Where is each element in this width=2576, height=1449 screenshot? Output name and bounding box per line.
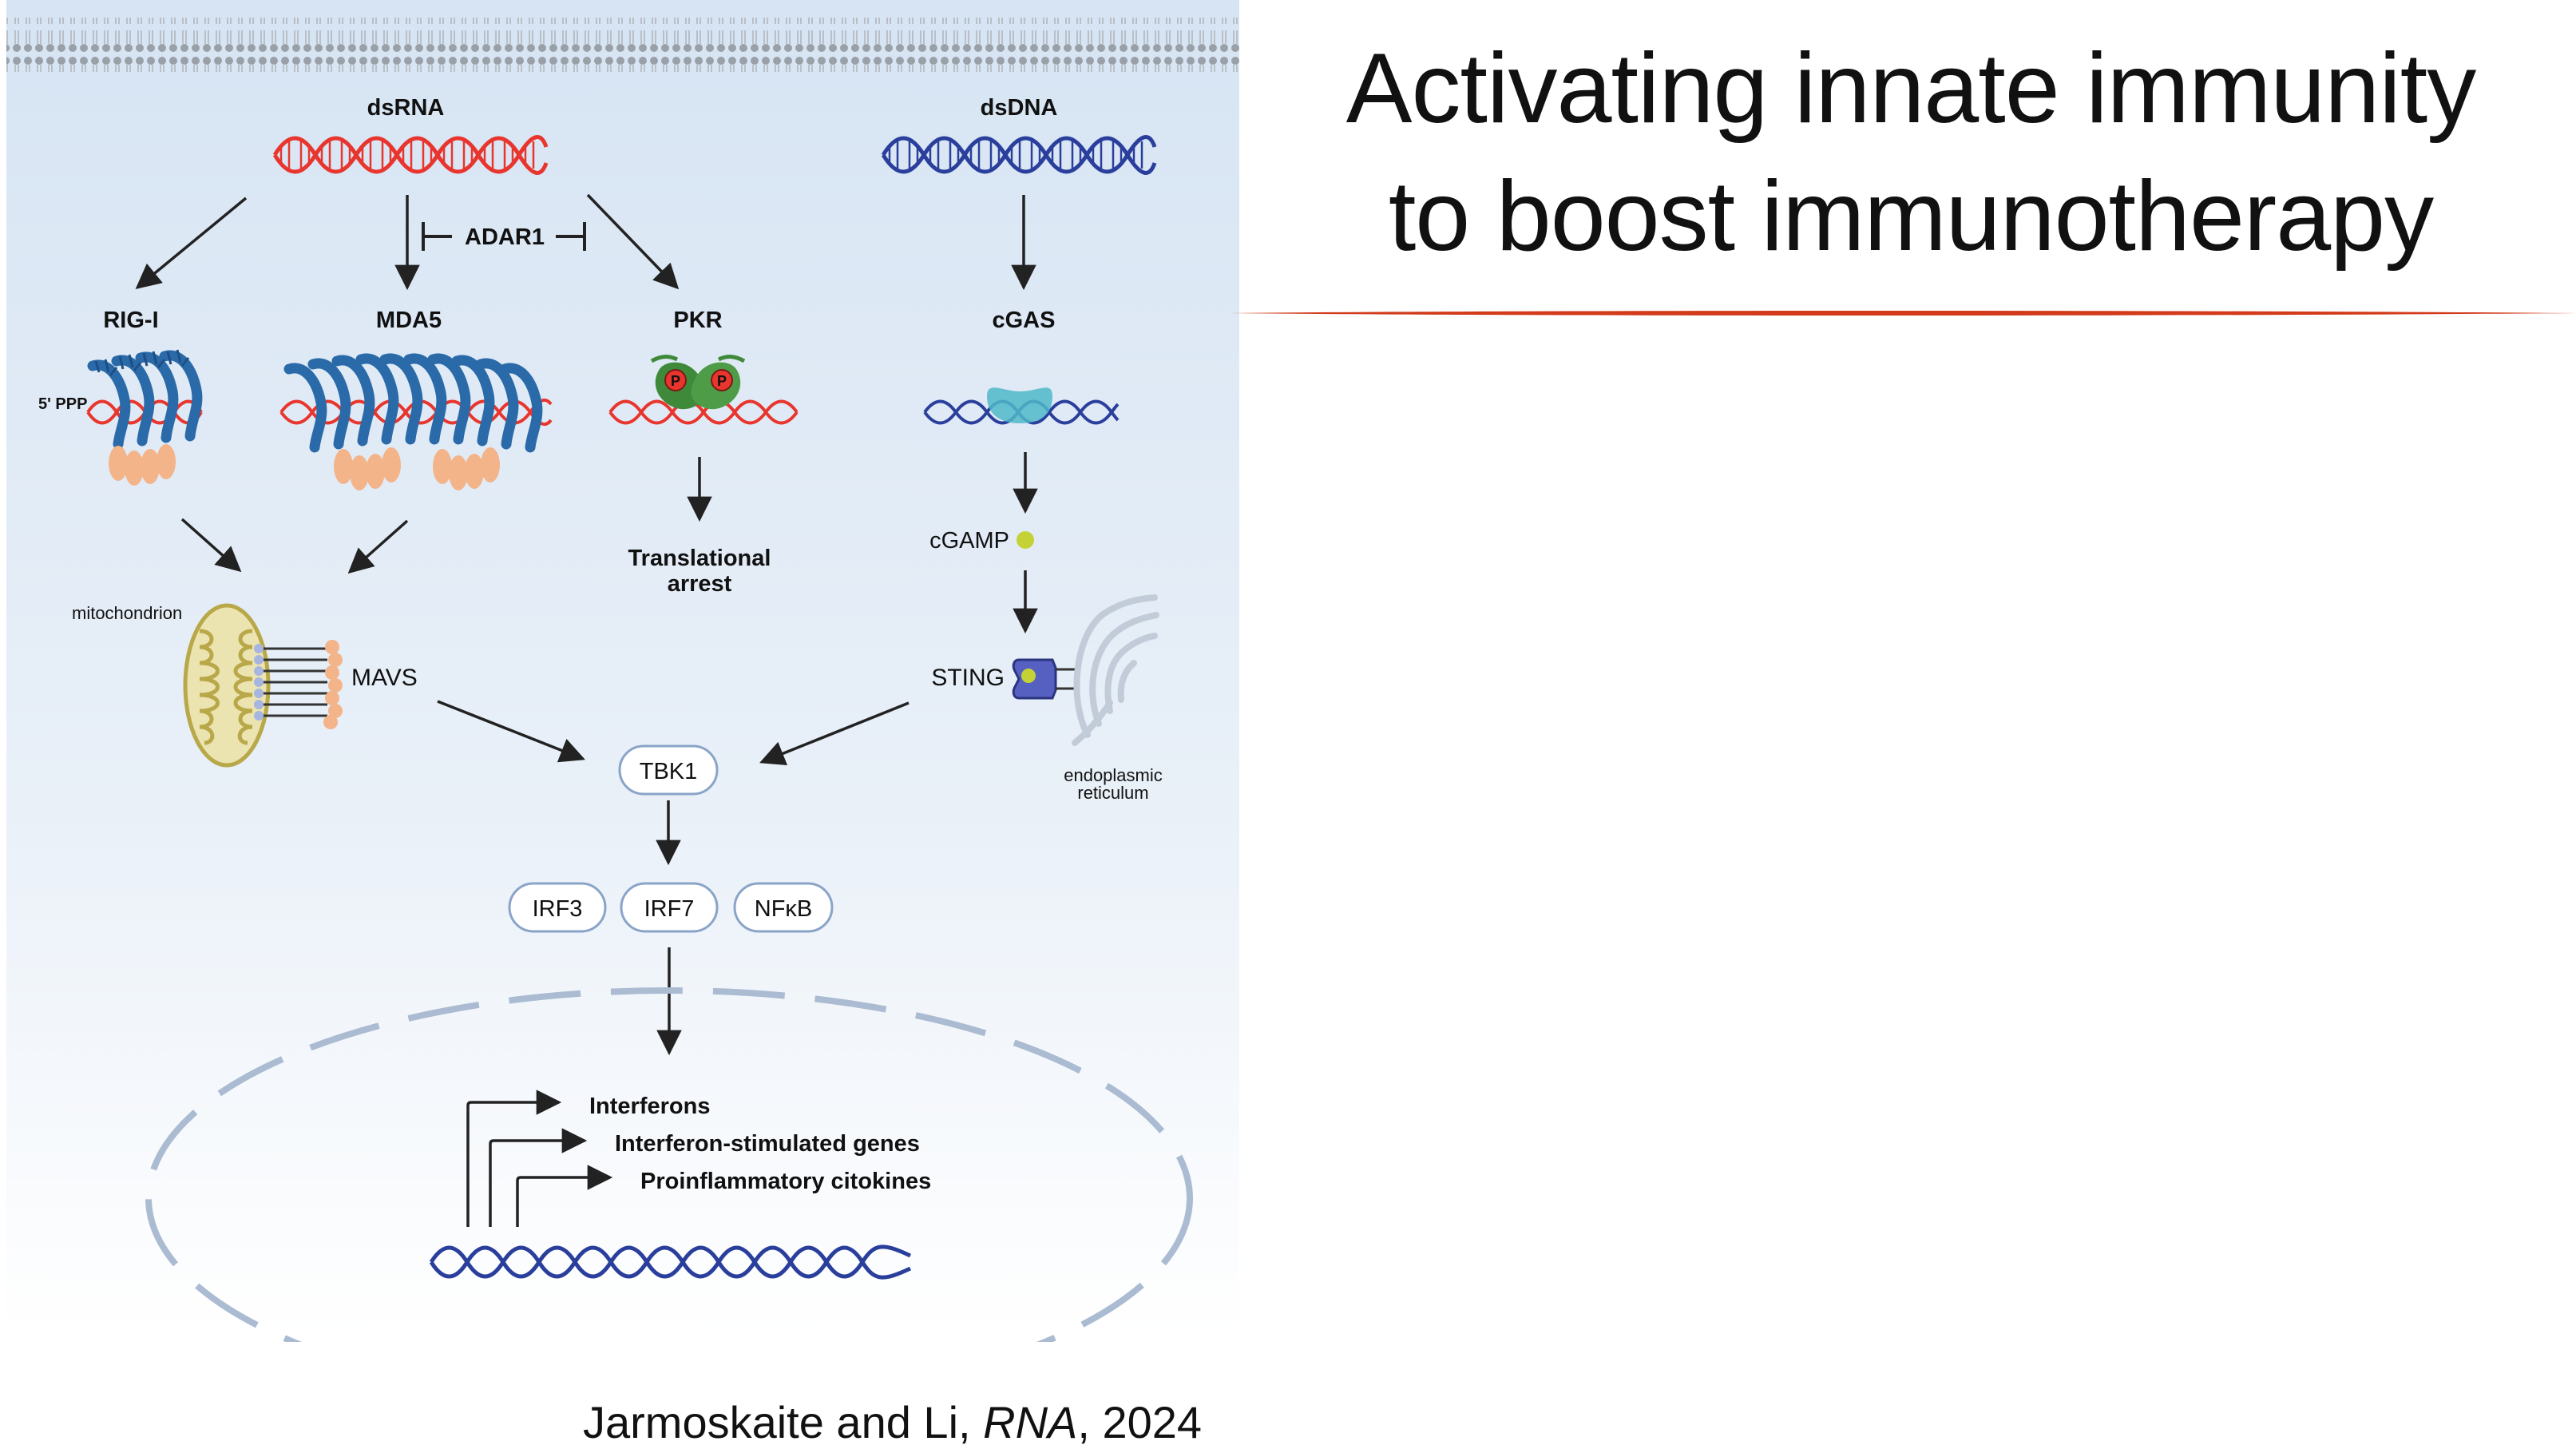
er-label-1: endoplasmic — [1064, 765, 1163, 785]
translational-label-1: Translational — [628, 546, 771, 571]
nuclear-envelope — [145, 987, 1193, 1342]
transcription-arrows — [466, 1090, 613, 1227]
tbk1-node: TBK1 — [618, 744, 719, 796]
citation-journal: RNA — [983, 1397, 1078, 1447]
cell-membrane — [6, 18, 1239, 72]
nfkb-node: NFκB — [733, 882, 834, 933]
dsdna-helix — [881, 135, 1157, 175]
arrow-dsrna-to-pkr — [586, 193, 680, 290]
mitochondrion — [183, 603, 271, 768]
slide-title-line-2: to boost immunotherapy — [1388, 161, 2434, 272]
adar1-label: ADAR1 — [465, 224, 545, 250]
citation-year: , 2024 — [1077, 1397, 1203, 1447]
pkr-phospho-2: P — [717, 373, 727, 389]
mavs-proteins — [254, 640, 343, 729]
cgamp-dot — [1017, 531, 1034, 549]
arrow-rigi-to-mavs — [180, 518, 242, 573]
arrow-mda5-to-mavs — [347, 519, 409, 574]
rigi-complex: 5' PPP — [38, 349, 203, 486]
rigi-label: RIG-I — [103, 308, 158, 333]
output-interferons: Interferons — [589, 1094, 710, 1119]
adar1-inhibition: ADAR1 — [422, 222, 586, 251]
irf7-node: IRF7 — [620, 882, 719, 933]
mavs-label: MAVS — [351, 665, 418, 691]
five-ppp-label: 5' PPP — [38, 395, 87, 413]
mitochondrion-label: mitochondrion — [72, 603, 182, 623]
arrow-mavs-to-tbk1 — [437, 700, 585, 763]
irf7-label: IRF7 — [644, 896, 695, 922]
genomic-dna-helix — [429, 1245, 912, 1280]
cgamp-label: cGAMP — [929, 528, 1009, 554]
mda5-label: MDA5 — [376, 308, 442, 333]
output-cytokines: Proinflammatory citokines — [640, 1169, 931, 1194]
sting-protein — [1012, 658, 1078, 700]
slide-title-line-1: Activating innate immunity — [1345, 34, 2476, 144]
citation-authors: Jarmoskaite and Li, — [583, 1397, 984, 1447]
dsdna-label: dsDNA — [981, 95, 1058, 121]
nfkb-label: NFκB — [755, 896, 813, 922]
pkr-phospho-1: P — [671, 373, 680, 389]
title-underline — [1230, 311, 2576, 316]
translational-label-2: arrest — [668, 571, 732, 597]
pkr-complex: P P — [608, 355, 799, 425]
innate-immunity-pathway-figure: dsRNA dsDNA ADAR1 RIG-I MDA5 PKR cGAS 5'… — [6, 0, 1239, 1342]
sting-label: STING — [931, 665, 1005, 691]
mda5-complex — [279, 353, 553, 490]
figure-citation: Jarmoskaite and Li, RNA, 2024 — [583, 1396, 1202, 1448]
cgas-complex — [923, 387, 1120, 425]
er-label-2: reticulum — [1077, 783, 1148, 803]
tbk1-label: TBK1 — [640, 759, 698, 784]
dsrna-helix — [272, 135, 549, 175]
output-isgs: Interferon-stimulated genes — [615, 1131, 920, 1157]
arrow-sting-to-tbk1 — [759, 701, 910, 766]
irf3-node: IRF3 — [508, 882, 607, 933]
dsrna-label: dsRNA — [367, 95, 445, 121]
endoplasmic-reticulum — [1072, 594, 1159, 746]
cgas-label: cGAS — [993, 308, 1056, 333]
pkr-label: PKR — [673, 308, 722, 333]
irf3-label: IRF3 — [533, 896, 583, 922]
arrow-dsrna-to-rigi — [135, 197, 248, 290]
